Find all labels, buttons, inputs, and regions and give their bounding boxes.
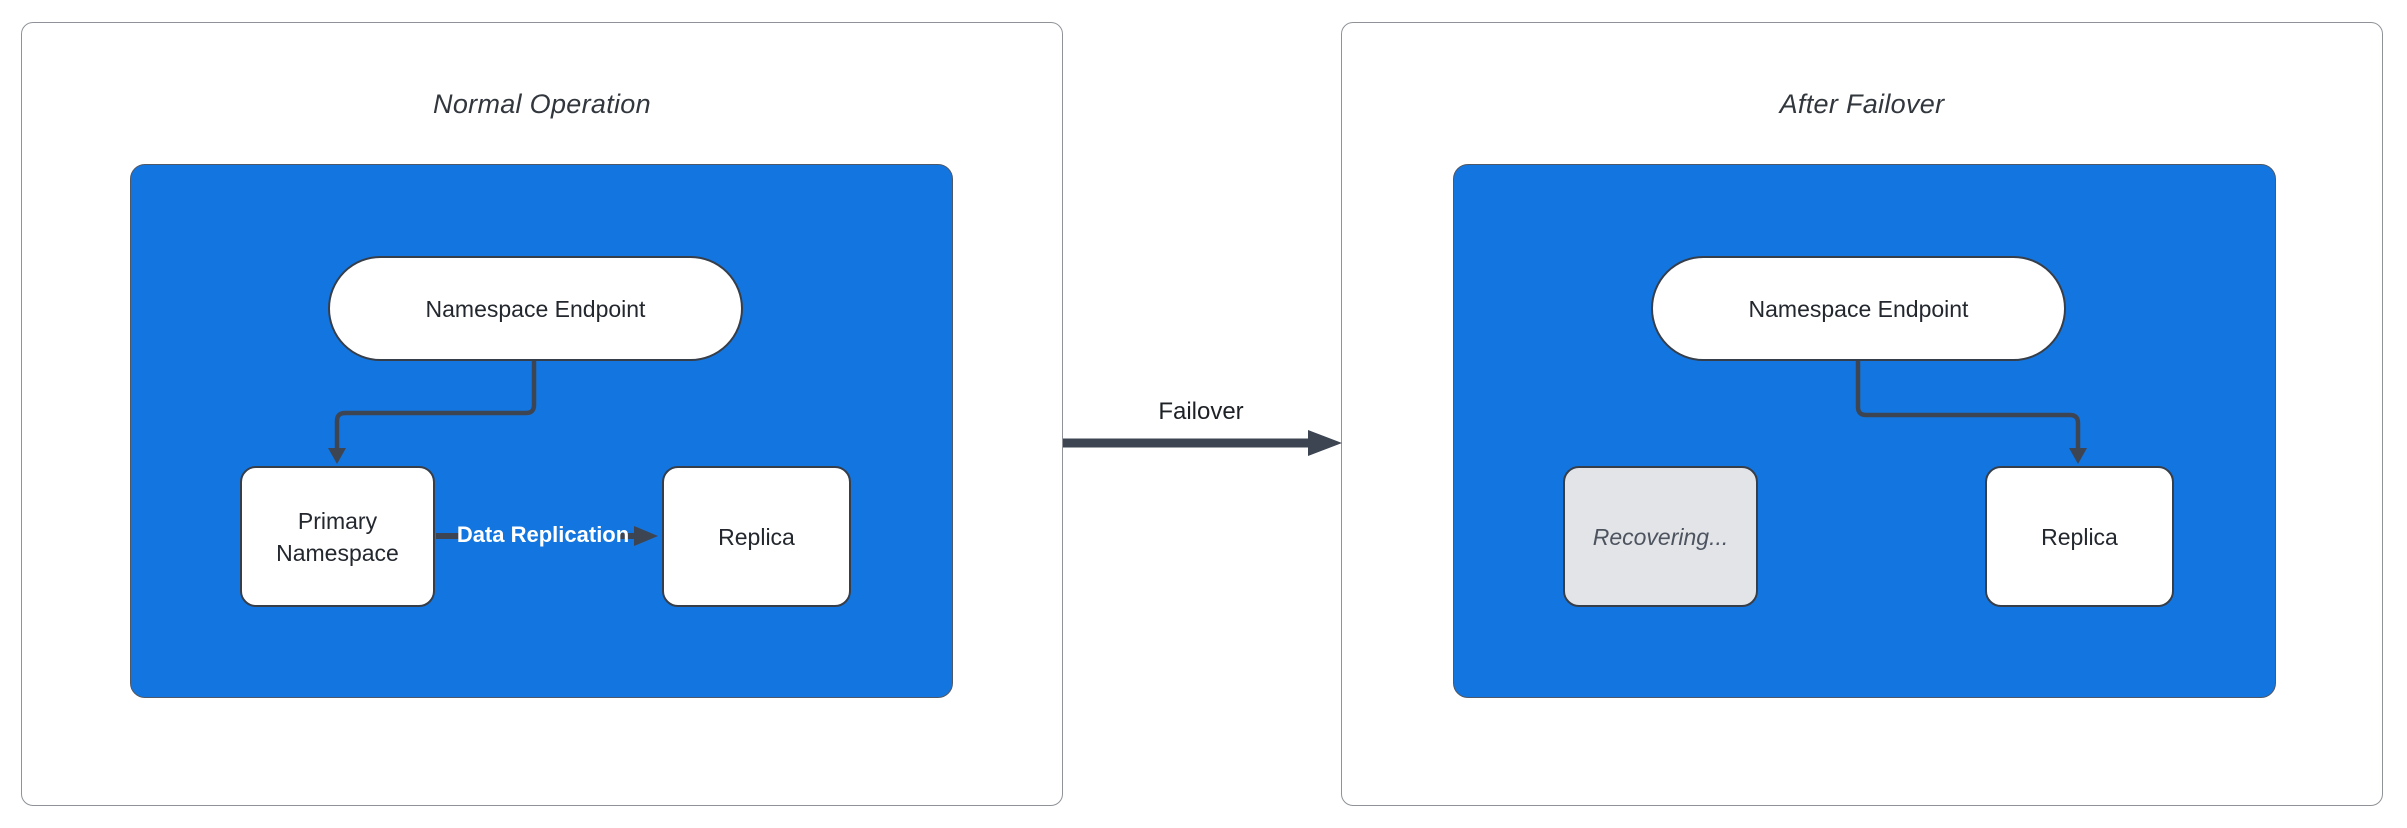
arrowhead-failover (1308, 430, 1342, 456)
panel-title-after-failover: After Failover (1779, 89, 1945, 119)
panel-normal-operation: Normal Operation Namespace Endpoint Prim… (21, 22, 1063, 806)
node-replica-failover: Replica (1985, 466, 2174, 607)
node-recovering: Recovering... (1563, 466, 1758, 607)
namespace-container-failover: Namespace Endpoint Recovering... Replica (1453, 164, 2276, 698)
node-namespace-endpoint-failover: Namespace Endpoint (1651, 256, 2066, 361)
namespace-container-normal: Namespace Endpoint Primary Namespace Rep… (130, 164, 953, 698)
node-namespace-endpoint-normal: Namespace Endpoint (328, 256, 743, 361)
node-primary-namespace: Primary Namespace (240, 466, 435, 607)
node-replica-normal: Replica (662, 466, 851, 607)
edge-label-failover: Failover (1158, 398, 1244, 425)
panel-title-normal-operation: Normal Operation (433, 89, 651, 119)
edge-label-data-replication: Data Replication (456, 522, 630, 547)
panel-after-failover: After Failover Namespace Endpoint Recove… (1341, 22, 2383, 806)
